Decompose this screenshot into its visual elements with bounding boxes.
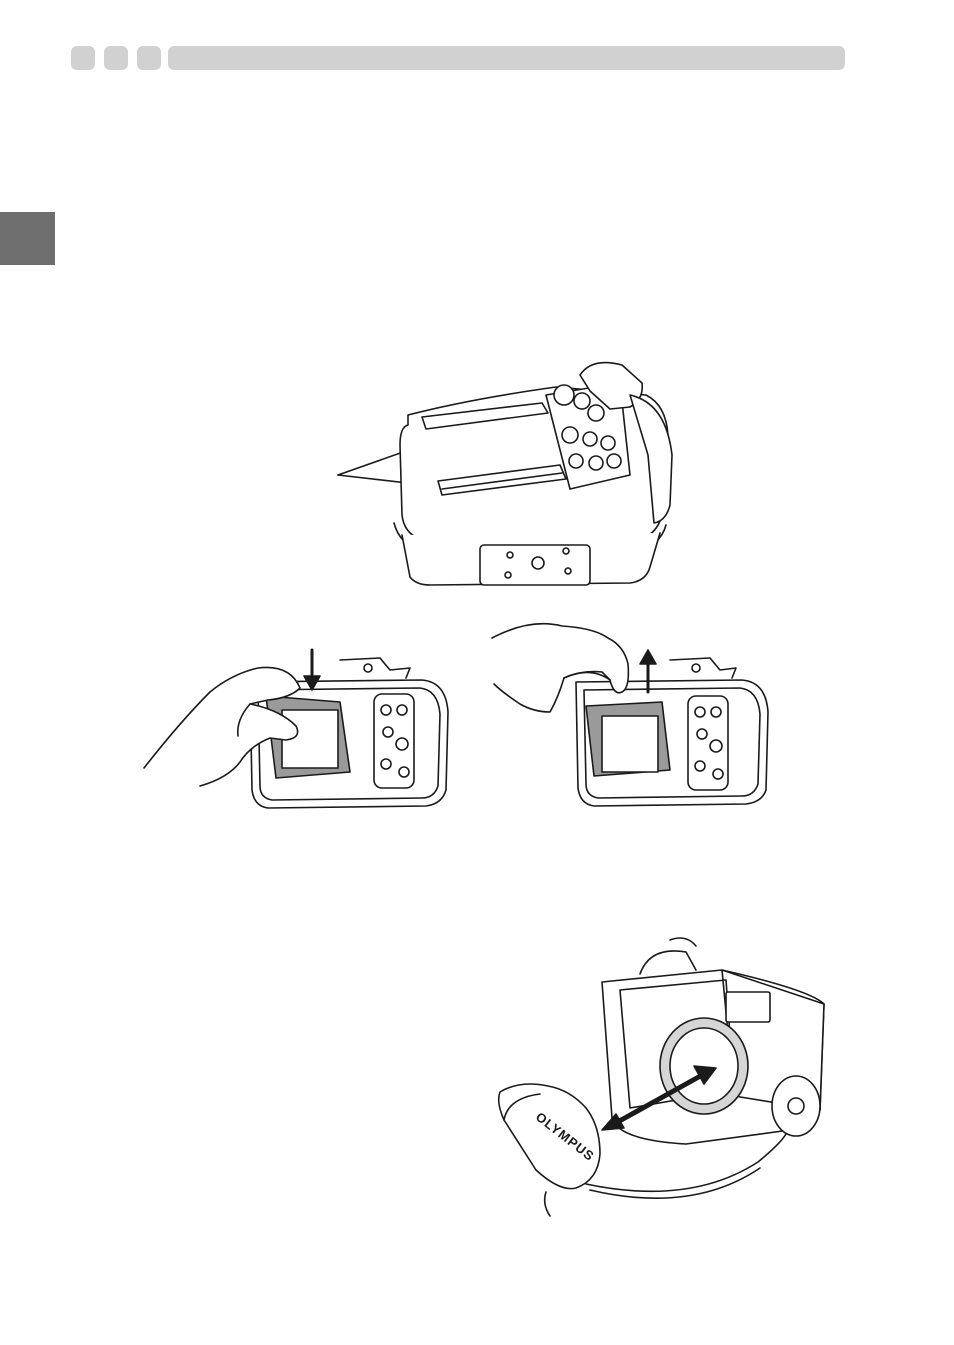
header-title-bar xyxy=(168,46,845,70)
attach-lcd-hood-illustration xyxy=(140,640,460,820)
detach-lcd-hood-illustration xyxy=(490,612,790,812)
header-square-2 xyxy=(104,46,128,70)
chapter-tab xyxy=(0,212,55,265)
housing-rear-view-illustration xyxy=(330,355,690,595)
header-square-3 xyxy=(137,46,161,70)
header-square-1 xyxy=(71,46,95,70)
lens-cap-removal-illustration: OLYMPUS xyxy=(490,930,840,1230)
